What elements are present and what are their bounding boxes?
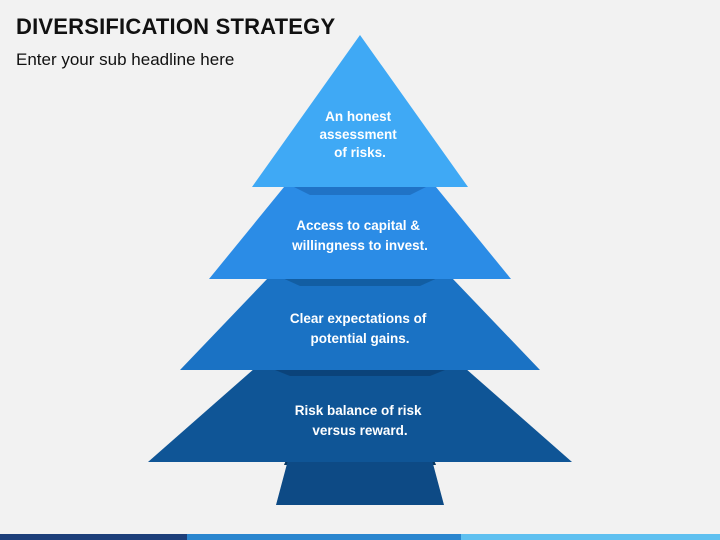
pyramid-tier-3-label: Clear expectations of potential gains. — [290, 311, 430, 346]
footer-bar-segment — [460, 534, 720, 540]
pyramid-trunk — [276, 460, 444, 505]
pyramid-tier-4-label: Risk balance of risk versus reward. — [295, 403, 426, 438]
pyramid-tier-2-shade — [290, 185, 430, 195]
page-title: DIVERSIFICATION STRATEGY — [16, 14, 336, 39]
pyramid-tier-4 — [148, 368, 572, 462]
pyramid-tier-3 — [180, 278, 540, 370]
pyramid-tier-1-label: An honest assessment of risks. — [319, 109, 400, 160]
pyramid-tier-2 — [209, 187, 511, 279]
page-subtitle: Enter your sub headline here — [16, 50, 235, 69]
footer-accent-bar — [0, 534, 720, 540]
footer-bar-segment — [0, 534, 188, 540]
pyramid-tier-2-label: Access to capital & willingness to inves… — [291, 218, 428, 253]
footer-bar-segment — [187, 534, 461, 540]
pyramid-tier-1 — [252, 35, 468, 187]
